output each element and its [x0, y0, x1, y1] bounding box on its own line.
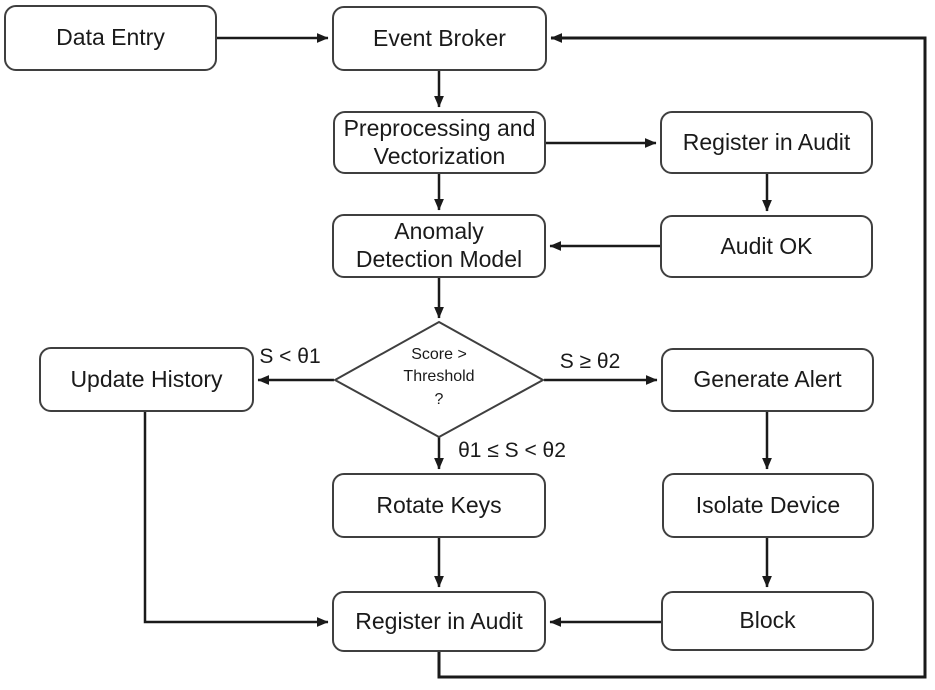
node-data-entry: Data Entry: [4, 5, 217, 71]
decision-diamond-shape: [332, 320, 546, 439]
edge-label-score-mid: θ1 ≤ S < θ2: [458, 439, 566, 462]
node-generate-alert: Generate Alert: [661, 348, 874, 412]
node-block: Block: [661, 591, 874, 651]
node-register-in-audit-bottom: Register in Audit: [332, 591, 546, 652]
node-preprocessing-and-vectorization: Preprocessing and Vectorization: [333, 111, 546, 174]
edge-register-audit-bottom-to-event-broker-feedback: [437, 33, 927, 679]
node-isolate-device: Isolate Device: [662, 473, 874, 538]
node-rotate-keys: Rotate Keys: [332, 473, 546, 538]
edge-update-history-to-register-audit-bottom: [143, 412, 329, 627]
edge-label-score-high: S ≥ θ2: [559, 350, 621, 373]
node-update-history: Update History: [39, 347, 254, 412]
edge-label-score-low: S < θ1: [259, 345, 321, 368]
node-anomaly-detection-model: Anomaly Detection Model: [332, 214, 546, 278]
node-decision-label: Score > Threshold ?: [403, 346, 475, 408]
node-event-broker: Event Broker: [332, 6, 547, 71]
node-audit-ok: Audit OK: [660, 215, 873, 278]
node-register-in-audit-top: Register in Audit: [660, 111, 873, 174]
